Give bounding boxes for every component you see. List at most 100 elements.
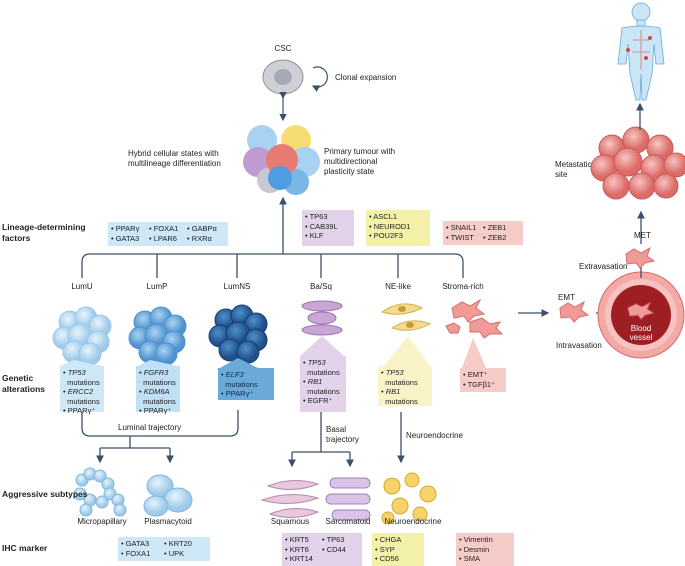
lineage-luminal-item: • FOXA1: [149, 224, 179, 233]
lineage-basal-item: • KLF: [305, 231, 324, 240]
ihc-ne-box: • CHGA • SYP • CD56: [372, 533, 424, 566]
neuroendocrine-icon: [381, 472, 437, 525]
genetic-text: EMT⁺: [467, 370, 488, 379]
ihc-item: • UPK: [164, 548, 185, 558]
lineage-stroma-item: • TWIST: [446, 232, 474, 242]
csc-label: CSC: [274, 44, 292, 53]
genetic-text: mutations: [385, 377, 418, 387]
lineage-ne-box: • ASCL1 • NEUROD1 • POU2F3: [366, 210, 430, 246]
primary-tumour-line-1: Primary tumour with: [324, 147, 396, 156]
genetic-stroma-box: • EMT⁺ • TGFβ1⁺: [460, 368, 506, 392]
genetic-text: PPARγ⁺: [67, 406, 96, 415]
row-header-lineage-1: Lineage-determining: [2, 222, 86, 232]
clonal-expansion-arrow: [311, 66, 328, 92]
lineage-luminal-item: • RXRα: [187, 233, 212, 243]
ihc-item: • CD56: [375, 554, 399, 563]
ihc-item: • KRT6: [285, 544, 309, 554]
stroma-rich-cells-icon: [445, 298, 504, 339]
lineage-luminal-box: • PPARγ• FOXA1• GABPα • GATA3• LPAR6• RX…: [108, 222, 228, 246]
subtype-lumu: LumU: [71, 282, 93, 291]
genetic-gene: TP53: [67, 368, 86, 377]
genetic-ne-box: • TP53 mutations • RB1 mutations: [378, 366, 432, 406]
aggressive-plasmacytoid: Plasmacytoid: [144, 517, 192, 526]
genetic-text: EGFR⁺: [307, 396, 333, 405]
stroma-wedge: [462, 338, 486, 368]
genetic-gene: RB1: [385, 387, 401, 396]
ihc-item: • KRT5: [285, 535, 309, 544]
genetic-lumu-box: • TP53 mutations • ERCC2 mutations • PPA…: [60, 366, 104, 415]
genetic-text: mutations: [143, 377, 176, 387]
genetic-text: mutations: [307, 386, 340, 396]
lumns-cluster-icon: [208, 304, 268, 364]
neuroendocrine-trajectory-label: Neuroendocrine: [406, 431, 463, 440]
primary-tumour-line-3: plasticity state: [324, 167, 375, 176]
basq-wedge: [300, 336, 344, 356]
subtype-stroma-rich: Stroma-rich: [442, 282, 484, 291]
genetic-text: mutations: [385, 396, 418, 406]
lineage-stroma-item: • ZEB1: [483, 223, 507, 232]
blood-vessel-label-1: Blood: [630, 324, 652, 333]
lineage-ne-item: • POU2F3: [369, 231, 403, 240]
extravasation-label: Extravasation: [579, 262, 628, 271]
blood-vessel-icon: [597, 271, 685, 359]
genetic-gene: ERCC2: [67, 387, 94, 396]
ihc-item: • SMA: [459, 554, 480, 563]
ihc-luminal-box: • GATA3• KRT20 • FOXA1• UPK: [118, 537, 210, 561]
lumu-wedge: [60, 360, 102, 366]
genetic-gene: FGFR3: [143, 368, 169, 377]
ne-like-cells-icon: [380, 303, 432, 331]
intravasation-label: Intravasation: [556, 341, 602, 350]
lineage-tree: [81, 196, 464, 278]
micropapillary-icon: [73, 467, 127, 517]
aggressive-neuroendocrine: Neuroendocrine: [384, 517, 442, 526]
metastatic-site-icon: [590, 126, 685, 200]
aggressive-micropapillary: Micropapillary: [77, 517, 127, 526]
luminal-trajectory-label: Luminal trajectory: [118, 423, 182, 432]
lineage-luminal-item: • LPAR6: [149, 233, 177, 243]
squamous-icon: [260, 480, 320, 518]
basal-trajectory-line-2: trajectory: [326, 435, 359, 444]
lineage-luminal-item: • GABPα: [187, 224, 217, 233]
genetic-text: TGFβ1⁺: [467, 379, 496, 389]
row-header-ihc: IHC marker: [2, 543, 48, 553]
ne-wedge: [384, 336, 430, 366]
subtype-ne-like: NE-like: [385, 282, 411, 291]
plasmacytoid-icon: [143, 474, 193, 517]
lineage-stroma-item: • SNAIL1: [446, 223, 477, 232]
ihc-item: • SYP: [375, 544, 395, 554]
emt-label: EMT: [558, 293, 575, 302]
lineage-stroma-item: • ZEB2: [483, 232, 507, 242]
ihc-item: • TP63: [322, 535, 345, 544]
csc-cell-icon: [262, 59, 304, 95]
ihc-stroma-box: • Vimentin • Desmin • SMA: [456, 533, 514, 566]
genetic-gene: KDM6A: [143, 387, 170, 396]
emt-cell-icon: [559, 300, 590, 323]
lump-wedge: [138, 360, 178, 366]
metastatic-site-label-1: Metastatic: [555, 160, 592, 169]
ihc-item: • Vimentin: [459, 535, 493, 544]
ihc-item: • CHGA: [375, 535, 402, 544]
basal-trajectory-line-1: Basal: [326, 425, 347, 434]
blood-vessel-label-2: vessel: [629, 333, 653, 342]
sarcomatoid-icon: [325, 477, 371, 521]
human-body-icon: [617, 2, 665, 101]
lineage-ne-item: • ASCL1: [369, 212, 398, 221]
genetic-text: PPARγ⁺: [225, 389, 254, 398]
genetic-lump-box: • FGFR3 mutations • KDM6A mutations • PP…: [136, 366, 180, 415]
genetic-lumns-box: • ELF3 mutations • PPARγ⁺: [218, 368, 274, 400]
ihc-item: • CD44: [322, 544, 346, 554]
subtype-basq: Ba/Sq: [310, 282, 332, 291]
primary-tumour-line-2: multidirectional: [324, 157, 378, 166]
row-header-aggressive: Aggressive subtypes: [2, 489, 88, 499]
ihc-item: • Desmin: [459, 544, 490, 554]
genetic-gene: TP53: [307, 358, 326, 367]
genetic-text: mutations: [143, 396, 176, 406]
ihc-basal-box: • KRT5• TP63 • KRT6• CD44 • KRT14: [282, 533, 362, 566]
basq-cells-icon: [301, 300, 343, 336]
lineage-luminal-item: • PPARγ: [111, 224, 140, 233]
genetic-text: PPARγ⁺: [143, 406, 172, 415]
ihc-item: • GATA3: [121, 539, 150, 548]
row-header-genetic-2: alterations: [2, 384, 45, 394]
lineage-basal-box: • TP63 • CAB39L • KLF: [302, 210, 354, 246]
